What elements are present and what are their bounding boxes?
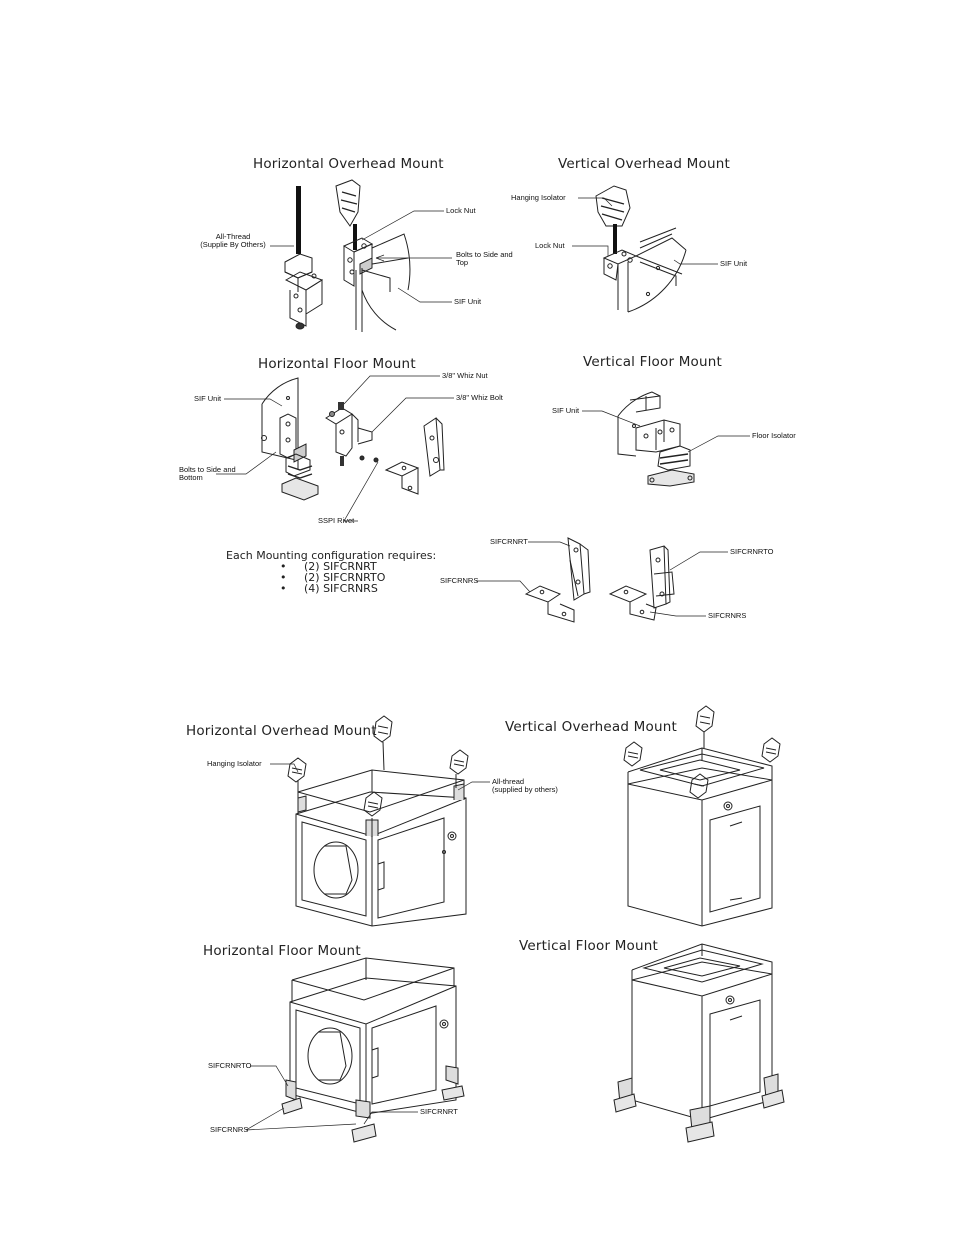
callout-whiz-bolt: 3/8" Whiz Bolt [456,393,503,402]
horizontal-floor-detail-drawing [261,377,445,501]
requirement-text: (2) SIFCRNRT [304,560,377,573]
title-vertical-floor-detail: Vertical Floor Mount [583,354,723,370]
requirement-text: (4) SIFCRNRS [304,582,378,595]
vertical-floor-detail-drawing [617,391,695,487]
callout-whiz-nut: 3/8" Whiz Nut [442,371,488,380]
callout-sifcrnrt: SIFCRNRT [490,537,528,546]
list-item: • (4) SIFCRNRS [226,583,436,594]
callout-hanging-isolator: Hanging Isolator [511,193,566,202]
title-vertical-overhead-detail: Vertical Overhead Mount [558,156,730,172]
callout-all-thread-line2: (supplied by others) [492,785,558,794]
title-horizontal-overhead-detail: Horizontal Overhead Mount [253,156,444,172]
callout-all-thread: All-Thread (Supplie By Others) [192,233,274,249]
callout-sifcrnrs: SIFCRNRS [708,611,747,620]
leader-lines [216,197,750,1131]
requirement-text: (2) SIFCRNRTO [304,571,386,584]
callout-all-thread-line1: All-Thread [215,232,251,241]
iso-vertical-floor-drawing [613,943,785,1143]
callout-sifcrnrto: SIFCRNRTO [730,547,774,556]
iso-horizontal-overhead-drawing [287,715,469,927]
bullet: • [280,560,287,573]
callout-lock-nut: Lock Nut [535,241,565,250]
callout-bolts-line2: Top [456,258,469,267]
callout-floor-isolator: Floor Isolator [752,431,796,440]
callout-lock-nut: Lock Nut [446,206,476,215]
title-vertical-overhead-iso: Vertical Overhead Mount [505,719,677,735]
iso-vertical-overhead-drawing [623,705,781,927]
callout-sifcrnrs: SIFCRNRS [440,576,479,585]
title-horizontal-floor-detail: Horizontal Floor Mount [258,356,416,372]
callout-sif-unit: SIF Unit [194,394,222,403]
horizontal-overhead-detail-drawing [284,179,411,332]
callout-sifcrnrto: SIFCRNRTO [208,1061,252,1070]
callout-sifcrnrs: SIFCRNRS [210,1125,249,1134]
bullet: • [280,582,287,595]
callout-sif-unit: SIF Unit [552,406,580,415]
callout-all-thread: All-thread (supplied by others) [492,778,558,794]
list-item: • (2) SIFCRNRT [226,561,436,572]
callout-hanging-isolator: Hanging Isolator [207,759,262,768]
requirements-heading: Each Mounting configuration requires: [226,549,437,562]
title-vertical-floor-iso: Vertical Floor Mount [519,938,659,954]
bullet: • [280,571,287,584]
mounting-requirements: Each Mounting configuration requires: • (… [226,550,436,594]
callout-all-thread-line2: (Supplie By Others) [200,240,266,249]
vertical-overhead-detail-drawing [595,185,687,313]
callout-bolts-line1: Bolts to Side and [456,250,513,259]
list-item: • (2) SIFCRNRTO [226,572,436,583]
callout-sspi-rivet: SSPI Rivet [318,516,355,525]
requirements-list: • (2) SIFCRNRT • (2) SIFCRNRTO • (4) SIFCRN… [226,561,436,594]
title-horizontal-floor-iso: Horizontal Floor Mount [203,943,361,959]
callout-sifcrnrt: SIFCRNRT [420,1107,458,1116]
callout-sif-unit: SIF Unit [720,259,748,268]
callout-bolts-side-bottom: Bolts to Side and Bottom [179,466,236,482]
callout-bolts-line1: Bolts to Side and [179,465,236,474]
callout-bolts-side-top: Bolts to Side and Top [456,251,513,267]
callout-all-thread-line1: All-thread [492,777,525,786]
callout-bolts-line2: Bottom [179,473,203,482]
title-horizontal-overhead-iso: Horizontal Overhead Mount [186,723,377,739]
callout-sif-unit: SIF Unit [454,297,482,306]
iso-horizontal-floor-drawing [281,957,465,1143]
parts-drawing [524,537,675,623]
